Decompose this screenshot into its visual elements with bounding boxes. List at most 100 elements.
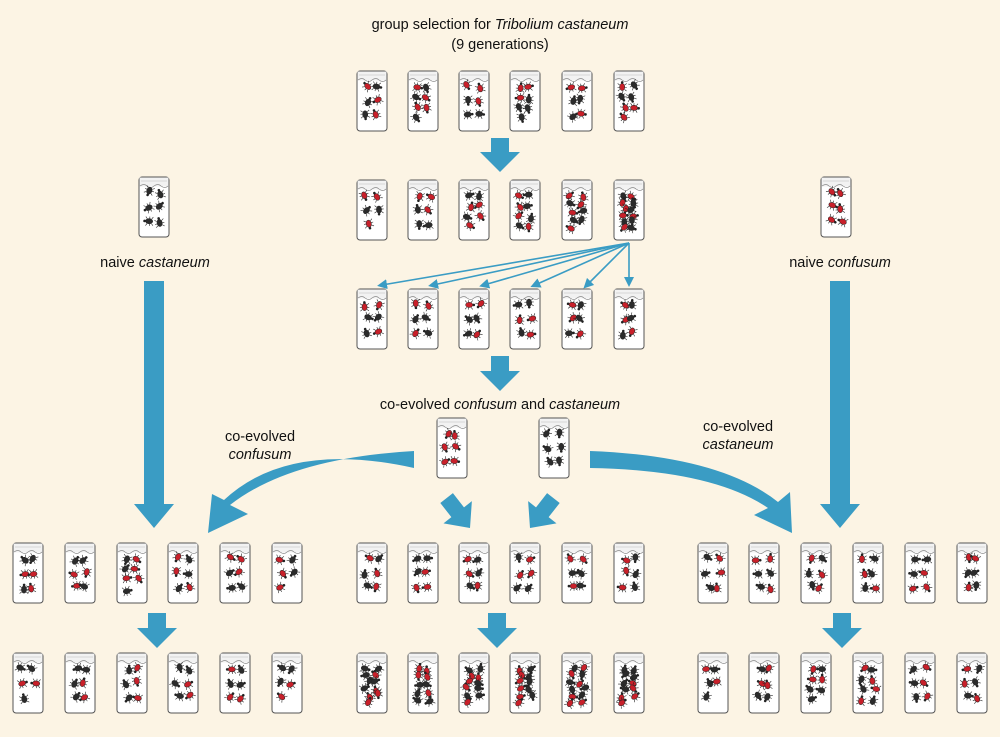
beetle-icon [414, 191, 426, 203]
beetle-icon [153, 200, 165, 213]
beetle-icon [807, 663, 819, 675]
beetle-icon [764, 567, 777, 580]
arrow-down-naive-confusum [820, 281, 860, 528]
beetle-icon [752, 569, 763, 579]
beetle-icon [475, 662, 486, 674]
beetle-icon [360, 109, 371, 121]
beetle-icon [72, 662, 84, 674]
beetle-icon [472, 95, 484, 107]
beetle-icon [372, 325, 384, 338]
vial-generation-propagated [613, 288, 645, 350]
arrow-curved-coevolved-castaneum [590, 451, 792, 533]
beetle-icon [420, 566, 432, 578]
beetle-icon [466, 670, 478, 682]
beetle-icon [472, 554, 484, 566]
beetle-icon [575, 580, 587, 591]
beetle-icon [421, 581, 433, 593]
beetle-icon [412, 203, 423, 215]
beetle-icon [963, 581, 974, 593]
beetle-icon [564, 197, 576, 209]
vial-generation-selected [613, 179, 645, 241]
beetle-icon [825, 185, 838, 198]
beetle-icon [26, 582, 37, 594]
beetle-icon [422, 219, 434, 231]
beetle-icon [183, 554, 195, 566]
beetle-icon [414, 662, 425, 674]
beetle-icon [564, 328, 575, 339]
beetle-icon [573, 312, 585, 324]
vial-generation-propagated [407, 288, 439, 350]
beetle-icon [364, 552, 376, 564]
beetle-icon [124, 664, 134, 675]
beetle-icon [284, 679, 296, 691]
beetle-icon [358, 189, 370, 201]
beetle-icon [183, 665, 195, 677]
beetle-icon [460, 79, 473, 91]
beetle-icon [826, 199, 838, 211]
beetle-icon [422, 327, 435, 339]
beetle-icon [628, 197, 639, 209]
beetle-icon [908, 568, 919, 580]
beetle-icon [525, 567, 538, 579]
beetle-icon [816, 552, 828, 564]
beetle-icon [371, 81, 383, 92]
beetle-icon [806, 674, 818, 685]
vial-generation-start [356, 70, 388, 132]
vial-test-right [852, 542, 884, 604]
arrow-coevolved-castaneum-to-center [528, 493, 560, 528]
beetle-icon [78, 580, 90, 593]
beetle-icon [224, 691, 236, 704]
diagram-title-line2: (9 generations) [451, 37, 549, 53]
beetle-icon [568, 95, 579, 107]
beetle-icon [225, 678, 237, 690]
beetle-icon [515, 82, 526, 93]
beetle-icon [439, 456, 451, 468]
beetle-icon [421, 102, 432, 114]
beetle-icon [412, 552, 424, 565]
beetle-icon [806, 552, 818, 564]
vial-test-right [800, 542, 832, 604]
beetle-icon [615, 697, 628, 709]
beetle-icon [30, 678, 41, 689]
beetle-icon [131, 675, 142, 687]
beetle-icon [834, 187, 846, 199]
beetle-icon [362, 80, 374, 93]
vial-result-left [116, 652, 148, 714]
vial-generation-start [458, 70, 490, 132]
beetle-icon [629, 581, 641, 593]
beetle-icon [628, 665, 640, 677]
beetle-icon [751, 555, 762, 566]
beetle-icon [859, 568, 871, 580]
beetle-icon [463, 675, 476, 687]
beetle-icon [564, 553, 577, 565]
beetle-icon [68, 568, 80, 580]
beetle-icon [360, 669, 372, 681]
beetle-icon [360, 204, 373, 217]
beetle-icon [361, 579, 373, 592]
beetle-icon [805, 693, 817, 705]
beetle-icon [544, 456, 557, 468]
vial-generation-propagated [509, 288, 541, 350]
beetle-icon [576, 108, 587, 119]
beetle-icon [512, 210, 525, 222]
beetle-icon [574, 327, 587, 340]
beetle-icon [566, 111, 579, 123]
beetle-icon [907, 663, 920, 675]
beetle-icon [617, 197, 628, 209]
beetle-icon [424, 695, 436, 707]
beetle-icon [869, 553, 881, 565]
beetle-icon [867, 695, 879, 707]
beetle-icon [867, 675, 878, 686]
vial-test-left [12, 542, 44, 604]
beetle-icon [542, 443, 554, 455]
beetle-icon [449, 440, 462, 453]
vial-generation-start [613, 70, 645, 132]
beetle-icon [817, 673, 827, 684]
beetle-icon [285, 663, 298, 675]
beetle-icon [514, 314, 525, 325]
arrow-down-naive-castaneum [134, 281, 174, 528]
arrow-fan-propagation [428, 242, 630, 289]
beetle-icon [870, 683, 882, 695]
beetle-icon [409, 327, 422, 340]
